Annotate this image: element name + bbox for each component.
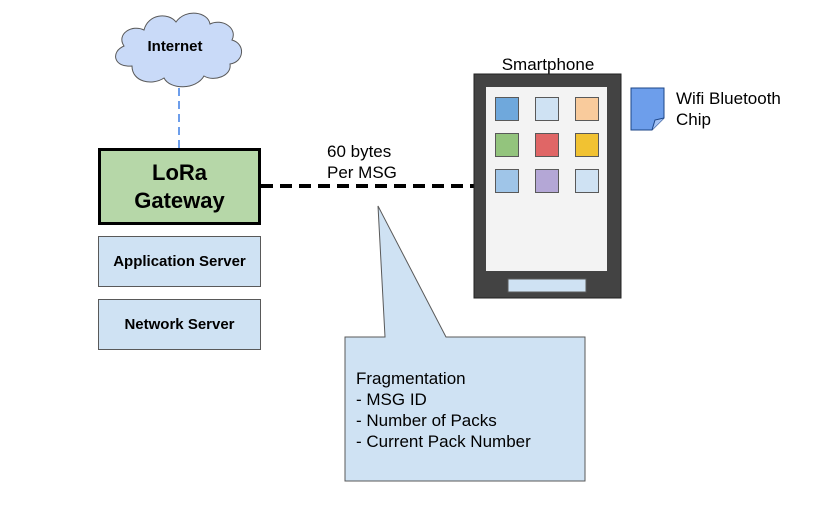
chip-label: Wifi Bluetooth Chip bbox=[676, 88, 806, 130]
application-server-label: Application Server bbox=[113, 253, 246, 270]
link-label: 60 bytes Per MSG bbox=[327, 141, 467, 183]
callout-item: - MSG ID bbox=[356, 390, 427, 409]
application-server: Application Server bbox=[98, 236, 261, 287]
internet-label: Internet bbox=[147, 38, 203, 55]
fragmentation-callout bbox=[344, 205, 586, 482]
smartphone-home-button bbox=[507, 278, 587, 293]
app-icon bbox=[575, 97, 599, 121]
chip-label-line1: Wifi Bluetooth bbox=[676, 89, 781, 108]
app-icon bbox=[535, 169, 559, 193]
smartphone-title: Smartphone bbox=[501, 55, 595, 74]
app-icon bbox=[495, 133, 519, 157]
callout-title: Fragmentation bbox=[356, 369, 466, 388]
gateway-label-line2: Gateway bbox=[134, 187, 225, 213]
callout-item: - Current Pack Number bbox=[356, 432, 531, 451]
link-label-line2: Per MSG bbox=[327, 163, 397, 182]
app-icon bbox=[575, 133, 599, 157]
app-icon bbox=[495, 97, 519, 121]
chip-fold bbox=[651, 117, 665, 131]
network-server-label: Network Server bbox=[124, 316, 235, 333]
app-icon bbox=[495, 169, 519, 193]
app-icon bbox=[575, 169, 599, 193]
chip-icon bbox=[630, 87, 665, 131]
network-server: Network Server bbox=[98, 299, 261, 350]
gateway-label-line1: LoRa bbox=[152, 159, 207, 185]
app-icon bbox=[535, 97, 559, 121]
callout-text: Fragmentation - MSG ID - Number of Packs… bbox=[356, 368, 581, 452]
link-label-line1: 60 bytes bbox=[327, 142, 392, 161]
callout-item: - Number of Packs bbox=[356, 411, 497, 430]
chip-label-line2: Chip bbox=[676, 110, 711, 129]
lora-gateway: LoRa Gateway bbox=[98, 148, 261, 225]
app-icon bbox=[535, 133, 559, 157]
internet-cloud bbox=[115, 12, 242, 88]
